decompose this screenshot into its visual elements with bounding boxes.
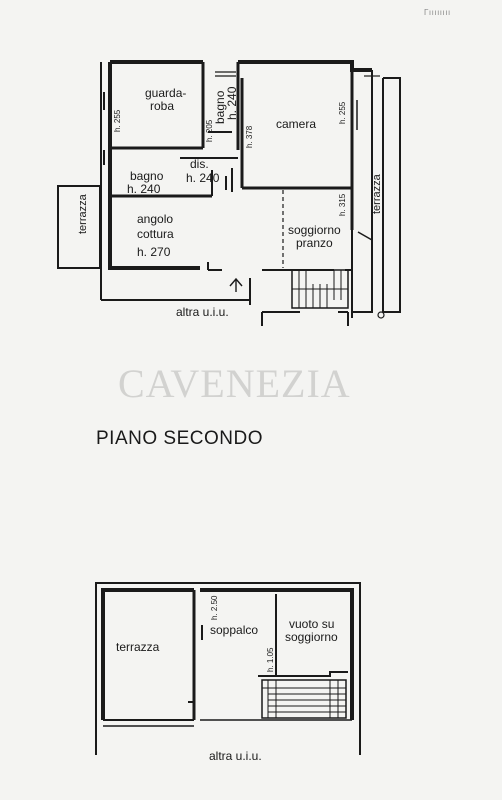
- room-label-angolo-3: h. 270: [137, 245, 171, 259]
- height-label-205: h. 205: [205, 119, 214, 142]
- lower-outer-wall: [95, 582, 361, 755]
- lower-plan: [95, 582, 361, 755]
- lower-inner-wall: [200, 588, 354, 720]
- upper-labels: guarda- roba bagno h. 240 camera bagno h…: [77, 86, 383, 319]
- height-label-255-left: h. 255: [113, 109, 122, 132]
- height-label-378: h. 378: [245, 125, 254, 148]
- mezzanine-edge: [258, 671, 348, 677]
- room-label-bagno-1a: bagno: [213, 90, 227, 124]
- corner-note: Γıııııııı: [424, 8, 451, 17]
- height-label-255-right: h. 255: [338, 101, 347, 124]
- room-label-bagno-1b: h. 240: [225, 86, 239, 120]
- room-label-vuoto-1: vuoto su: [289, 617, 334, 631]
- room-label-bagno-2a: bagno: [130, 169, 164, 183]
- room-label-terrazza-lower: terrazza: [116, 640, 160, 654]
- room-label-vuoto-2: soggiorno: [285, 630, 338, 644]
- room-label-terrazza-left: terrazza: [77, 193, 89, 234]
- watermark: CAVENEZIA: [118, 361, 351, 406]
- room-label-soppalco: soppalco: [210, 623, 258, 637]
- right-terrace-outline: [383, 77, 401, 313]
- room-label-angolo-2: cottura: [137, 227, 174, 241]
- section-title: PIANO SECONDO: [96, 428, 263, 449]
- altra-uiu-upper: altra u.i.u.: [176, 305, 229, 319]
- room-label-soggiorno-1: soggiorno: [288, 223, 341, 237]
- altra-uiu-lower: altra u.i.u.: [209, 749, 262, 763]
- room-label-terrazza-right: terrazza: [371, 173, 383, 214]
- left-terrace-box: [57, 185, 101, 269]
- right-terrace-outline: [352, 70, 373, 313]
- upper-outer-wall: [238, 60, 372, 72]
- lower-labels: terrazza soppalco vuoto su soggiorno h. …: [116, 595, 338, 763]
- upper-plan: [57, 60, 401, 326]
- room-label-soggiorno-2: pranzo: [296, 236, 333, 250]
- room-label-camera: camera: [276, 117, 316, 131]
- room-label-dis-1: dis.: [190, 157, 209, 171]
- stair-lower: [261, 679, 347, 719]
- room-label-guardaroba-1: guarda-: [145, 86, 186, 100]
- upper-outer-wall: [108, 62, 200, 270]
- height-label-250: h. 2.50: [210, 595, 219, 620]
- room-label-dis-2: h. 240: [186, 171, 220, 185]
- room-label-bagno-2b: h. 240: [127, 182, 161, 196]
- door-tick: [357, 231, 373, 241]
- room-label-angolo-1: angolo: [137, 212, 173, 226]
- downpipe-icon: [377, 311, 385, 319]
- height-label-105: h. 1.05: [266, 647, 275, 672]
- room-label-guardaroba-2: roba: [150, 99, 174, 113]
- lower-inner-wall: [101, 588, 194, 720]
- height-label-315: h. 315: [338, 193, 347, 216]
